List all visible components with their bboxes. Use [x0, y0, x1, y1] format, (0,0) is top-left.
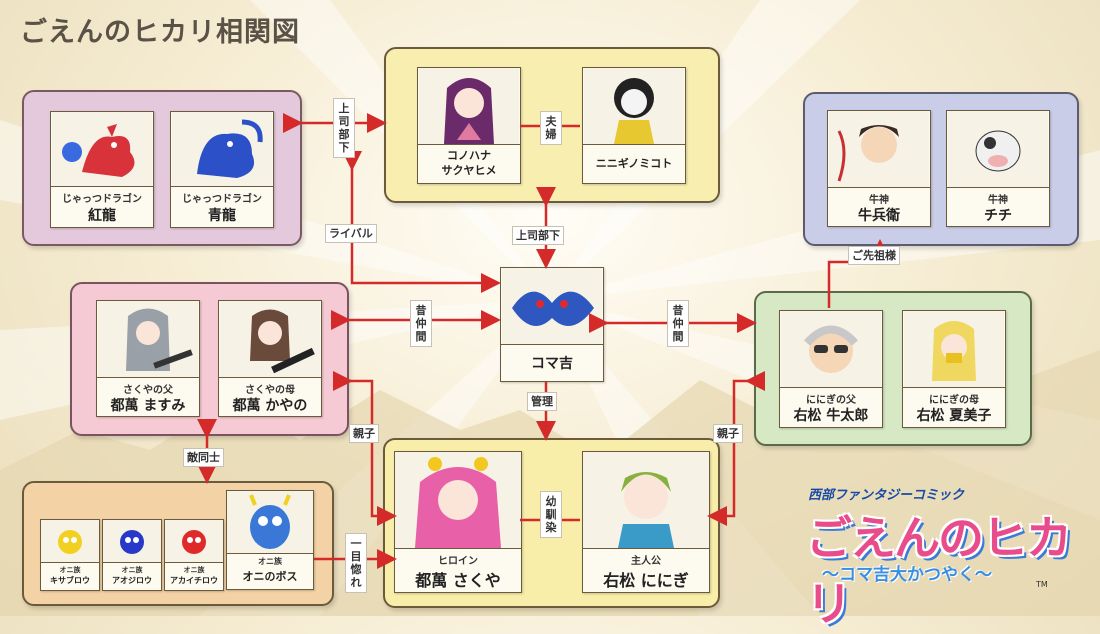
character-card-ushibee[interactable]: 牛神 牛兵衛: [827, 110, 931, 227]
character-card-komakichi[interactable]: コマ吉: [500, 267, 604, 382]
guitar-mother-icon: [219, 301, 321, 378]
character-card-kouryu[interactable]: じゃっつドラゴン 紅龍: [50, 111, 154, 228]
relation-label-dragon-god: 上司部下: [333, 98, 355, 158]
oni-boss-icon: [227, 491, 313, 554]
logo-subtitle: 〜コマ吉大かつやく〜: [822, 565, 992, 585]
title-logo: 西部ファンタジーコミック ごえんのヒカリ 〜コマ吉大かつやく〜 TM: [806, 478, 1096, 631]
yellow-oni-icon: [41, 520, 99, 563]
relation-label-enemies: 敵同士: [183, 448, 224, 467]
blonde-mother-icon: [903, 311, 1005, 388]
sunglasses-father-icon: [780, 311, 882, 388]
arrow-family-main: [333, 371, 397, 526]
character-card-migimatsu-ninigi[interactable]: 主人公 右松 ににぎ: [582, 451, 710, 593]
hero-icon: [583, 452, 709, 549]
character-card-kisaburou[interactable]: オニ族 キサブロウ: [40, 519, 100, 591]
koma-dragon-icon: [501, 268, 603, 345]
character-card-akaichirou[interactable]: オニ族 アカイチロウ: [164, 519, 224, 591]
cow-icon: [947, 111, 1049, 188]
character-card-aojirou[interactable]: オニ族 アオジロウ: [102, 519, 162, 591]
arrow-ushi-main: [707, 371, 765, 526]
character-card-niniginomikoto[interactable]: ニニギノミコト: [582, 67, 686, 184]
relation-label-center-god: 上司部下: [512, 226, 564, 245]
relation-label-ushi-main: 親子: [713, 424, 743, 443]
relation-label-love-at-first-sight: 一目惚れ: [345, 533, 367, 593]
red-oni-icon: [165, 520, 223, 563]
princess-goddess-icon: [418, 68, 520, 145]
relation-label-ancestor: ご先祖様: [848, 246, 900, 265]
relation-label-childhood-friends: 幼馴染: [540, 491, 562, 538]
masked-god-icon: [583, 68, 685, 145]
page-title: ごえんのヒカリ相関図: [20, 17, 300, 48]
guitar-father-icon: [97, 301, 199, 378]
character-card-tsuma-masumi[interactable]: さくやの父 都萬 ますみ: [96, 300, 200, 417]
character-card-tsuma-sakuya[interactable]: ヒロイン 都萬 さくや: [394, 451, 522, 593]
publisher-label: 西部ファンタジーコミック: [808, 488, 965, 503]
bull-god-icon: [828, 111, 930, 188]
character-card-oni-boss[interactable]: オニ族 オニのボス: [226, 490, 314, 590]
red-dragon-icon: [51, 112, 153, 187]
logo-title: ごえんのヒカリ: [806, 511, 1072, 631]
heroine-icon: [395, 452, 521, 549]
relation-label-center-family: 昔仲間: [410, 300, 432, 347]
arrow-rival: [342, 151, 501, 293]
character-card-seiryu[interactable]: じゃっつドラゴン 青龍: [170, 111, 274, 228]
relation-label-family-main: 親子: [349, 424, 379, 443]
character-card-tsuma-kayano[interactable]: さくやの母 都萬 かやの: [218, 300, 322, 417]
relation-label-center-ushi: 昔仲間: [667, 300, 689, 347]
relation-label-center-main: 管理: [527, 392, 557, 411]
character-card-chichi[interactable]: 牛神 チチ: [946, 110, 1050, 227]
blue-dragon-icon: [171, 112, 273, 187]
blue-oni-icon: [103, 520, 161, 563]
relation-label-couple: 夫婦: [540, 111, 562, 145]
character-card-migimatsu-namiko[interactable]: ににぎの母 右松 夏美子: [902, 310, 1006, 428]
character-card-migimatsu-ushitarou[interactable]: ににぎの父 右松 牛太郎: [779, 310, 883, 428]
trademark-mark: TM: [1036, 580, 1048, 589]
relation-label-rival: ライバル: [325, 224, 377, 243]
